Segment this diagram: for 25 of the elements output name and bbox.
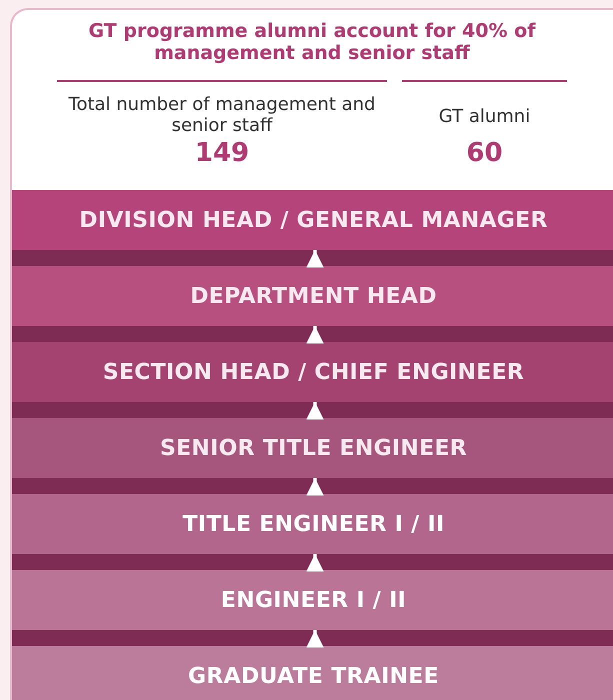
arrow [306,326,324,344]
level-title: GRADUATE TRAINEE [188,664,439,688]
career-level-band [12,646,613,700]
column-heading: GT alumni [438,106,532,127]
statistic-value: 60 [465,138,504,168]
arrow [306,402,324,420]
career-level-band [12,570,613,630]
level-title: DIVISION HEAD / GENERAL MANAGER [79,208,548,232]
statistic-value: 149 [194,138,250,168]
level-title: TITLE ENGINEER I / II [182,512,444,536]
career-level-band [12,418,613,478]
arrow [306,630,324,648]
career-level-band [12,190,613,250]
level-title: SENIOR TITLE ENGINEER [160,436,468,460]
career-level-band [12,494,613,554]
column-heading: Total number of management and senior staff [68,94,376,136]
arrow [306,250,324,268]
career-level-band [12,266,613,326]
title: GT programme alumni account for 40% of management and senior staff [88,20,537,64]
level-title: SECTION HEAD / CHIEF ENGINEER [102,360,524,384]
arrow [306,478,324,496]
career-level-band [12,342,613,402]
arrow [306,554,324,572]
level-title: ENGINEER I / II [220,588,406,612]
level-title: DEPARTMENT HEAD [190,284,437,308]
